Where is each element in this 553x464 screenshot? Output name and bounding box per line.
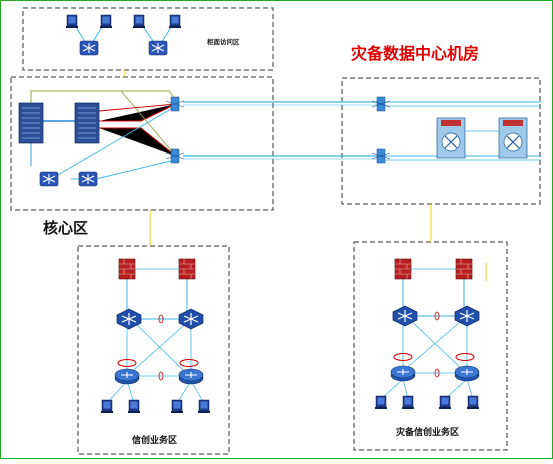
workstation-icon xyxy=(65,14,79,29)
core-router-top xyxy=(165,96,185,112)
backup-router-top xyxy=(371,96,391,112)
core-zone xyxy=(10,76,274,211)
firewall-icon xyxy=(455,258,473,280)
counter-zone-switches xyxy=(65,14,182,56)
counter-access-zone xyxy=(22,7,274,71)
backup-business-zone xyxy=(353,241,508,451)
firewall-icon xyxy=(118,258,136,280)
server-rack-icon xyxy=(74,102,100,144)
firewall-icon xyxy=(178,258,196,280)
router-icon xyxy=(454,365,480,382)
workstation-icon xyxy=(100,399,114,414)
server-rack-icon xyxy=(18,102,44,144)
firewall-icon xyxy=(498,117,528,159)
firewall-icon xyxy=(394,258,412,280)
firewall-icon xyxy=(436,117,466,159)
network-switch-icon xyxy=(148,40,168,56)
network-switch-icon xyxy=(78,171,98,187)
business-zone xyxy=(77,245,230,455)
network-switch-icon xyxy=(39,171,59,187)
router-icon xyxy=(390,365,416,382)
counter-zone-label: 柜面访问区 xyxy=(206,37,240,46)
inter-dc-links xyxy=(183,101,381,160)
workstation-icon xyxy=(99,14,113,29)
workstation-icon xyxy=(132,14,146,29)
backup-dc-title: 灾备数据中心机房 xyxy=(351,44,479,63)
workstation-icon xyxy=(197,399,211,414)
workstation-icon xyxy=(438,395,452,410)
router-icon xyxy=(114,368,140,385)
workstation-icon xyxy=(170,399,184,414)
workstation-icon xyxy=(401,395,415,410)
core-links xyxy=(30,90,180,180)
workstation-icon xyxy=(374,395,388,410)
core-switch-icon xyxy=(116,308,142,330)
backup-dc-zone xyxy=(341,77,541,205)
router-icon xyxy=(178,368,204,385)
business-zone-label: 信创业务区 xyxy=(132,434,177,446)
core-router-bottom xyxy=(165,148,185,164)
network-switch-icon xyxy=(79,40,99,56)
core-zone-label: 核心区 xyxy=(43,219,88,237)
backup-business-zone-label: 灾备信创业务区 xyxy=(396,426,459,438)
workstation-icon xyxy=(168,14,182,29)
workstation-icon xyxy=(466,395,480,410)
workstation-icon xyxy=(127,399,141,414)
backup-router-bottom xyxy=(371,148,391,164)
